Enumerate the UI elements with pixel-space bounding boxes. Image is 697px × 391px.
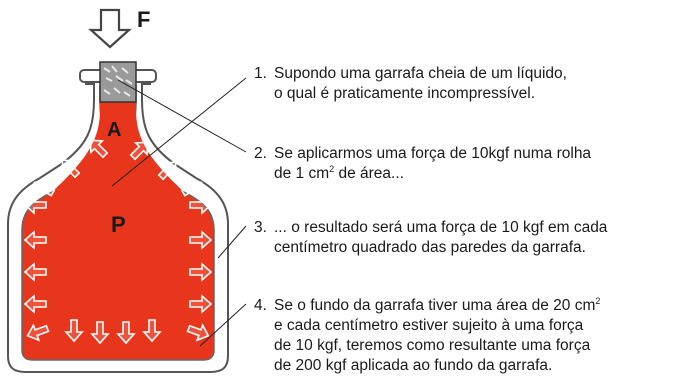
bottle-neck-liquid xyxy=(52,86,184,192)
leader-line-2 xyxy=(117,79,247,153)
note-3-line-1: ... o resultado será uma força de 10 kgf… xyxy=(274,219,608,236)
note-2: 2. Se aplicarmos uma força de 10kgf numa … xyxy=(254,144,591,184)
note-4-superscript: 2 xyxy=(595,296,601,306)
note-4-line-4: de 200 kgf aplicada ao fundo da garrafa. xyxy=(274,357,553,374)
note-4-line-3: de 10 kgf, teremos como resultante uma f… xyxy=(274,337,591,354)
note-4-line-1-pre: Se o fundo da garrafa tiver uma área de … xyxy=(274,297,596,314)
leader-line-1 xyxy=(111,77,247,187)
note-3: 3. ... o resultado será uma força de 10 k… xyxy=(254,218,607,258)
note-1-number: 1. xyxy=(254,65,267,82)
note-4: 4. Se o fundo da garrafa tiver uma área d… xyxy=(254,296,600,376)
note-3-line-2: centímetro quadrado das paredes da garra… xyxy=(274,239,586,256)
force-label: F xyxy=(137,7,150,32)
region-p-label: P xyxy=(111,212,126,237)
note-2-superscript: 2 xyxy=(329,164,335,174)
cork-texture xyxy=(103,65,133,97)
region-a-label: A xyxy=(107,119,121,141)
note-4-line-2: e cada centímetro estiver sujeito à uma … xyxy=(274,317,584,334)
note-1-line-2: o qual é praticamente incompressível. xyxy=(274,85,536,102)
note-3-number: 3. xyxy=(254,219,267,236)
note-2-line-2-pre: de 1 cm xyxy=(274,165,330,182)
note-1-line-1: Supondo uma garrafa cheia de um líquido, xyxy=(274,65,567,82)
note-2-number: 2. xyxy=(254,145,267,162)
leader-line-3 xyxy=(217,225,247,259)
note-2-line-1: Se aplicarmos uma força de 10kgf numa ro… xyxy=(274,145,592,162)
force-arrow-icon xyxy=(88,8,132,49)
leader-line-4 xyxy=(199,303,247,347)
note-4-number: 4. xyxy=(254,297,267,314)
leader-lines xyxy=(111,77,247,347)
note-2-line-2-post: de área... xyxy=(334,165,404,182)
note-1: 1. Supondo uma garrafa cheia de um líquid… xyxy=(254,64,567,104)
